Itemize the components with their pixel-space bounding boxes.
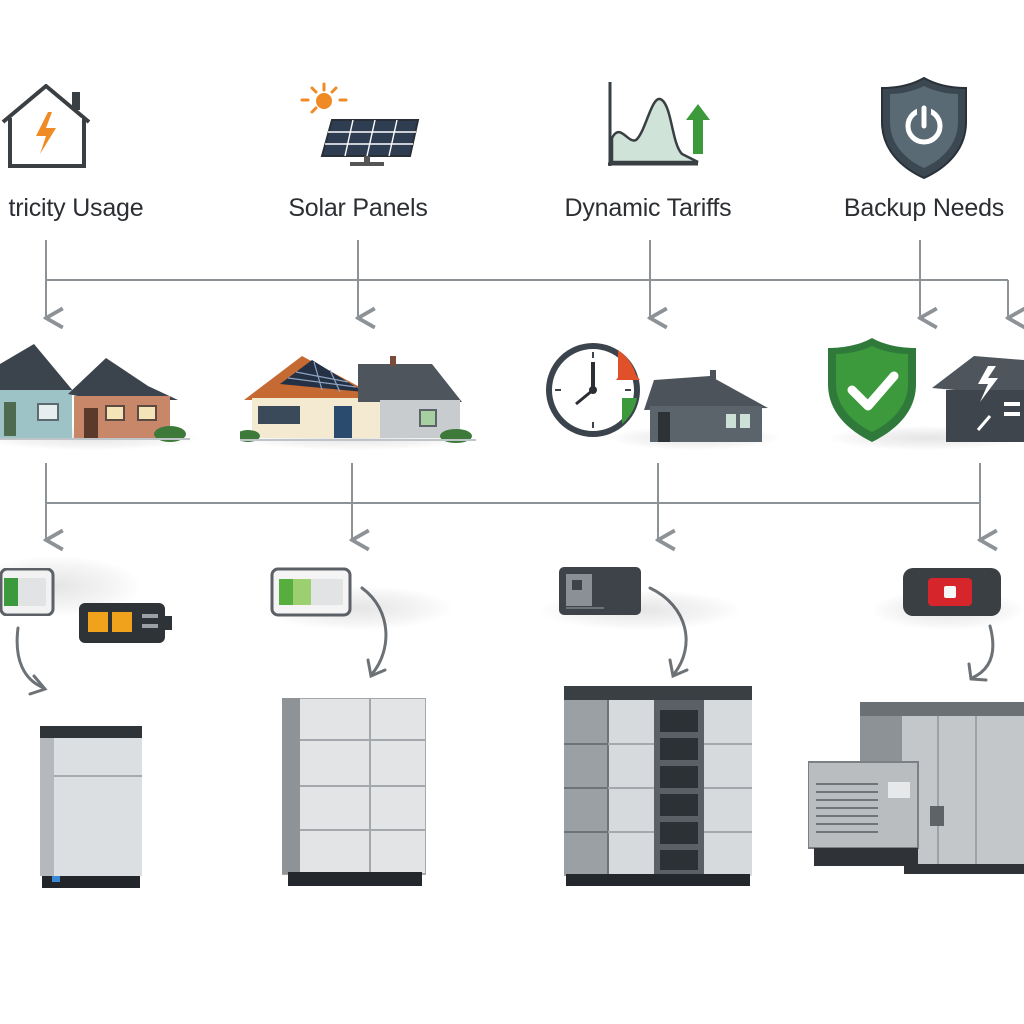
rack-storage-cabinet-icon [564,686,752,888]
suburban-houses-icon [0,340,190,444]
compact-home-battery-icon [38,726,144,890]
battery-indicator-icon [0,567,56,617]
clock-price-house-icon [546,340,776,444]
alert-switch-icon [902,566,1002,618]
house-lightning-icon [0,78,98,172]
curved-arrow [648,586,688,676]
battery-indicator-icon [270,567,352,617]
industrial-backup-unit-icon [807,702,1024,876]
curved-arrow [360,586,388,676]
column-label: Backup Needs [843,194,1005,222]
battery-indicator-icon [78,602,172,644]
shield-check-outage-icon [828,338,1024,444]
modular-battery-cabinet-icon [281,697,427,888]
price-chart-icon [606,82,718,168]
column-label: Dynamic Tariffs [564,194,732,222]
curved-arrow [970,624,995,680]
solar-panel-icon [300,82,424,166]
column-label: Solar Panels [288,194,428,222]
smart-controller-icon [558,566,642,616]
curved-arrow [15,626,46,690]
column-label: tricity Usage [8,194,144,222]
solar-roof-house-icon [236,352,476,444]
power-shield-icon [878,76,970,180]
